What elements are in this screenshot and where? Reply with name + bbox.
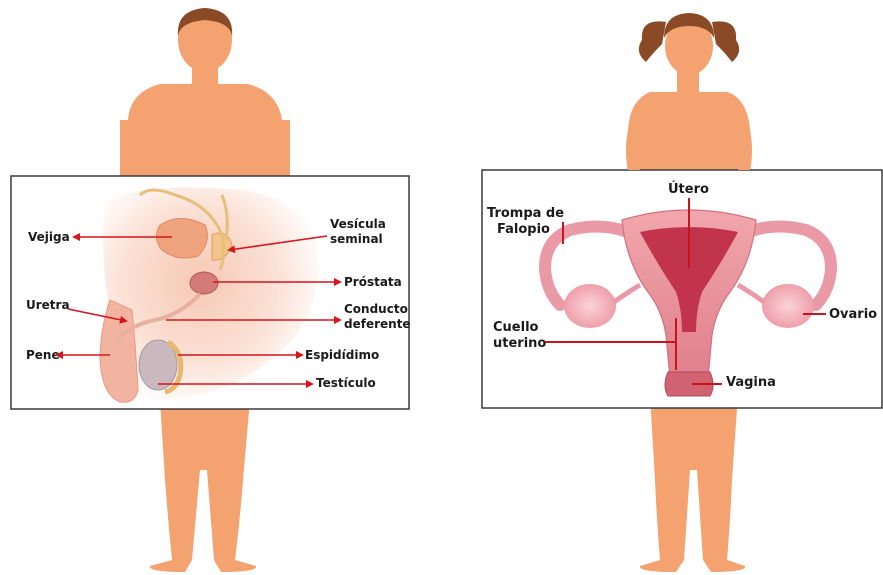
- female-legs: [640, 395, 745, 572]
- female-anatomy-panel: Útero Trompa de Falopio Ovario Cuello ut…: [482, 170, 882, 408]
- female-arm-left: [628, 150, 640, 170]
- label-utero: Útero: [668, 181, 709, 197]
- label-vagina: Vagina: [726, 375, 776, 390]
- label-prostata: Próstata: [344, 275, 402, 289]
- label-testiculo: Testículo: [316, 376, 376, 390]
- label-pene: Pene: [26, 348, 60, 362]
- label-trompa-line2: Falopio: [497, 222, 550, 237]
- label-epididimo: Espidídimo: [305, 348, 379, 362]
- male-arm-right: [276, 120, 290, 180]
- female-hair-pigtail-left: [639, 21, 666, 62]
- label-uretra: Uretra: [26, 298, 70, 312]
- label-vesicula-line1: Vesícula: [330, 217, 386, 231]
- label-ovario: Ovario: [829, 307, 877, 322]
- male-anatomy-panel: Vejiga Vesícula seminal Próstata Uretra …: [11, 176, 411, 409]
- female-torso: [626, 92, 752, 172]
- female-arm-right: [738, 150, 750, 170]
- label-conducto-line2: deferente: [344, 317, 411, 331]
- label-cuello-line1: Cuello: [493, 320, 539, 335]
- label-conducto-line1: Conducto: [344, 302, 408, 316]
- prostate-shape: [190, 272, 218, 294]
- ovary-left-shape: [564, 284, 616, 328]
- male-penis-shape: [100, 300, 138, 402]
- male-legs: [150, 400, 256, 572]
- label-trompa-line1: Trompa de: [487, 206, 564, 221]
- ovary-right-shape: [762, 284, 814, 328]
- female-hair-pigtail-right: [712, 21, 739, 62]
- label-vejiga: Vejiga: [28, 230, 70, 244]
- label-vesicula-line2: seminal: [330, 232, 383, 246]
- male-arm-left: [120, 120, 134, 180]
- label-cuello-line2: uterino: [493, 336, 546, 351]
- male-torso: [123, 84, 286, 178]
